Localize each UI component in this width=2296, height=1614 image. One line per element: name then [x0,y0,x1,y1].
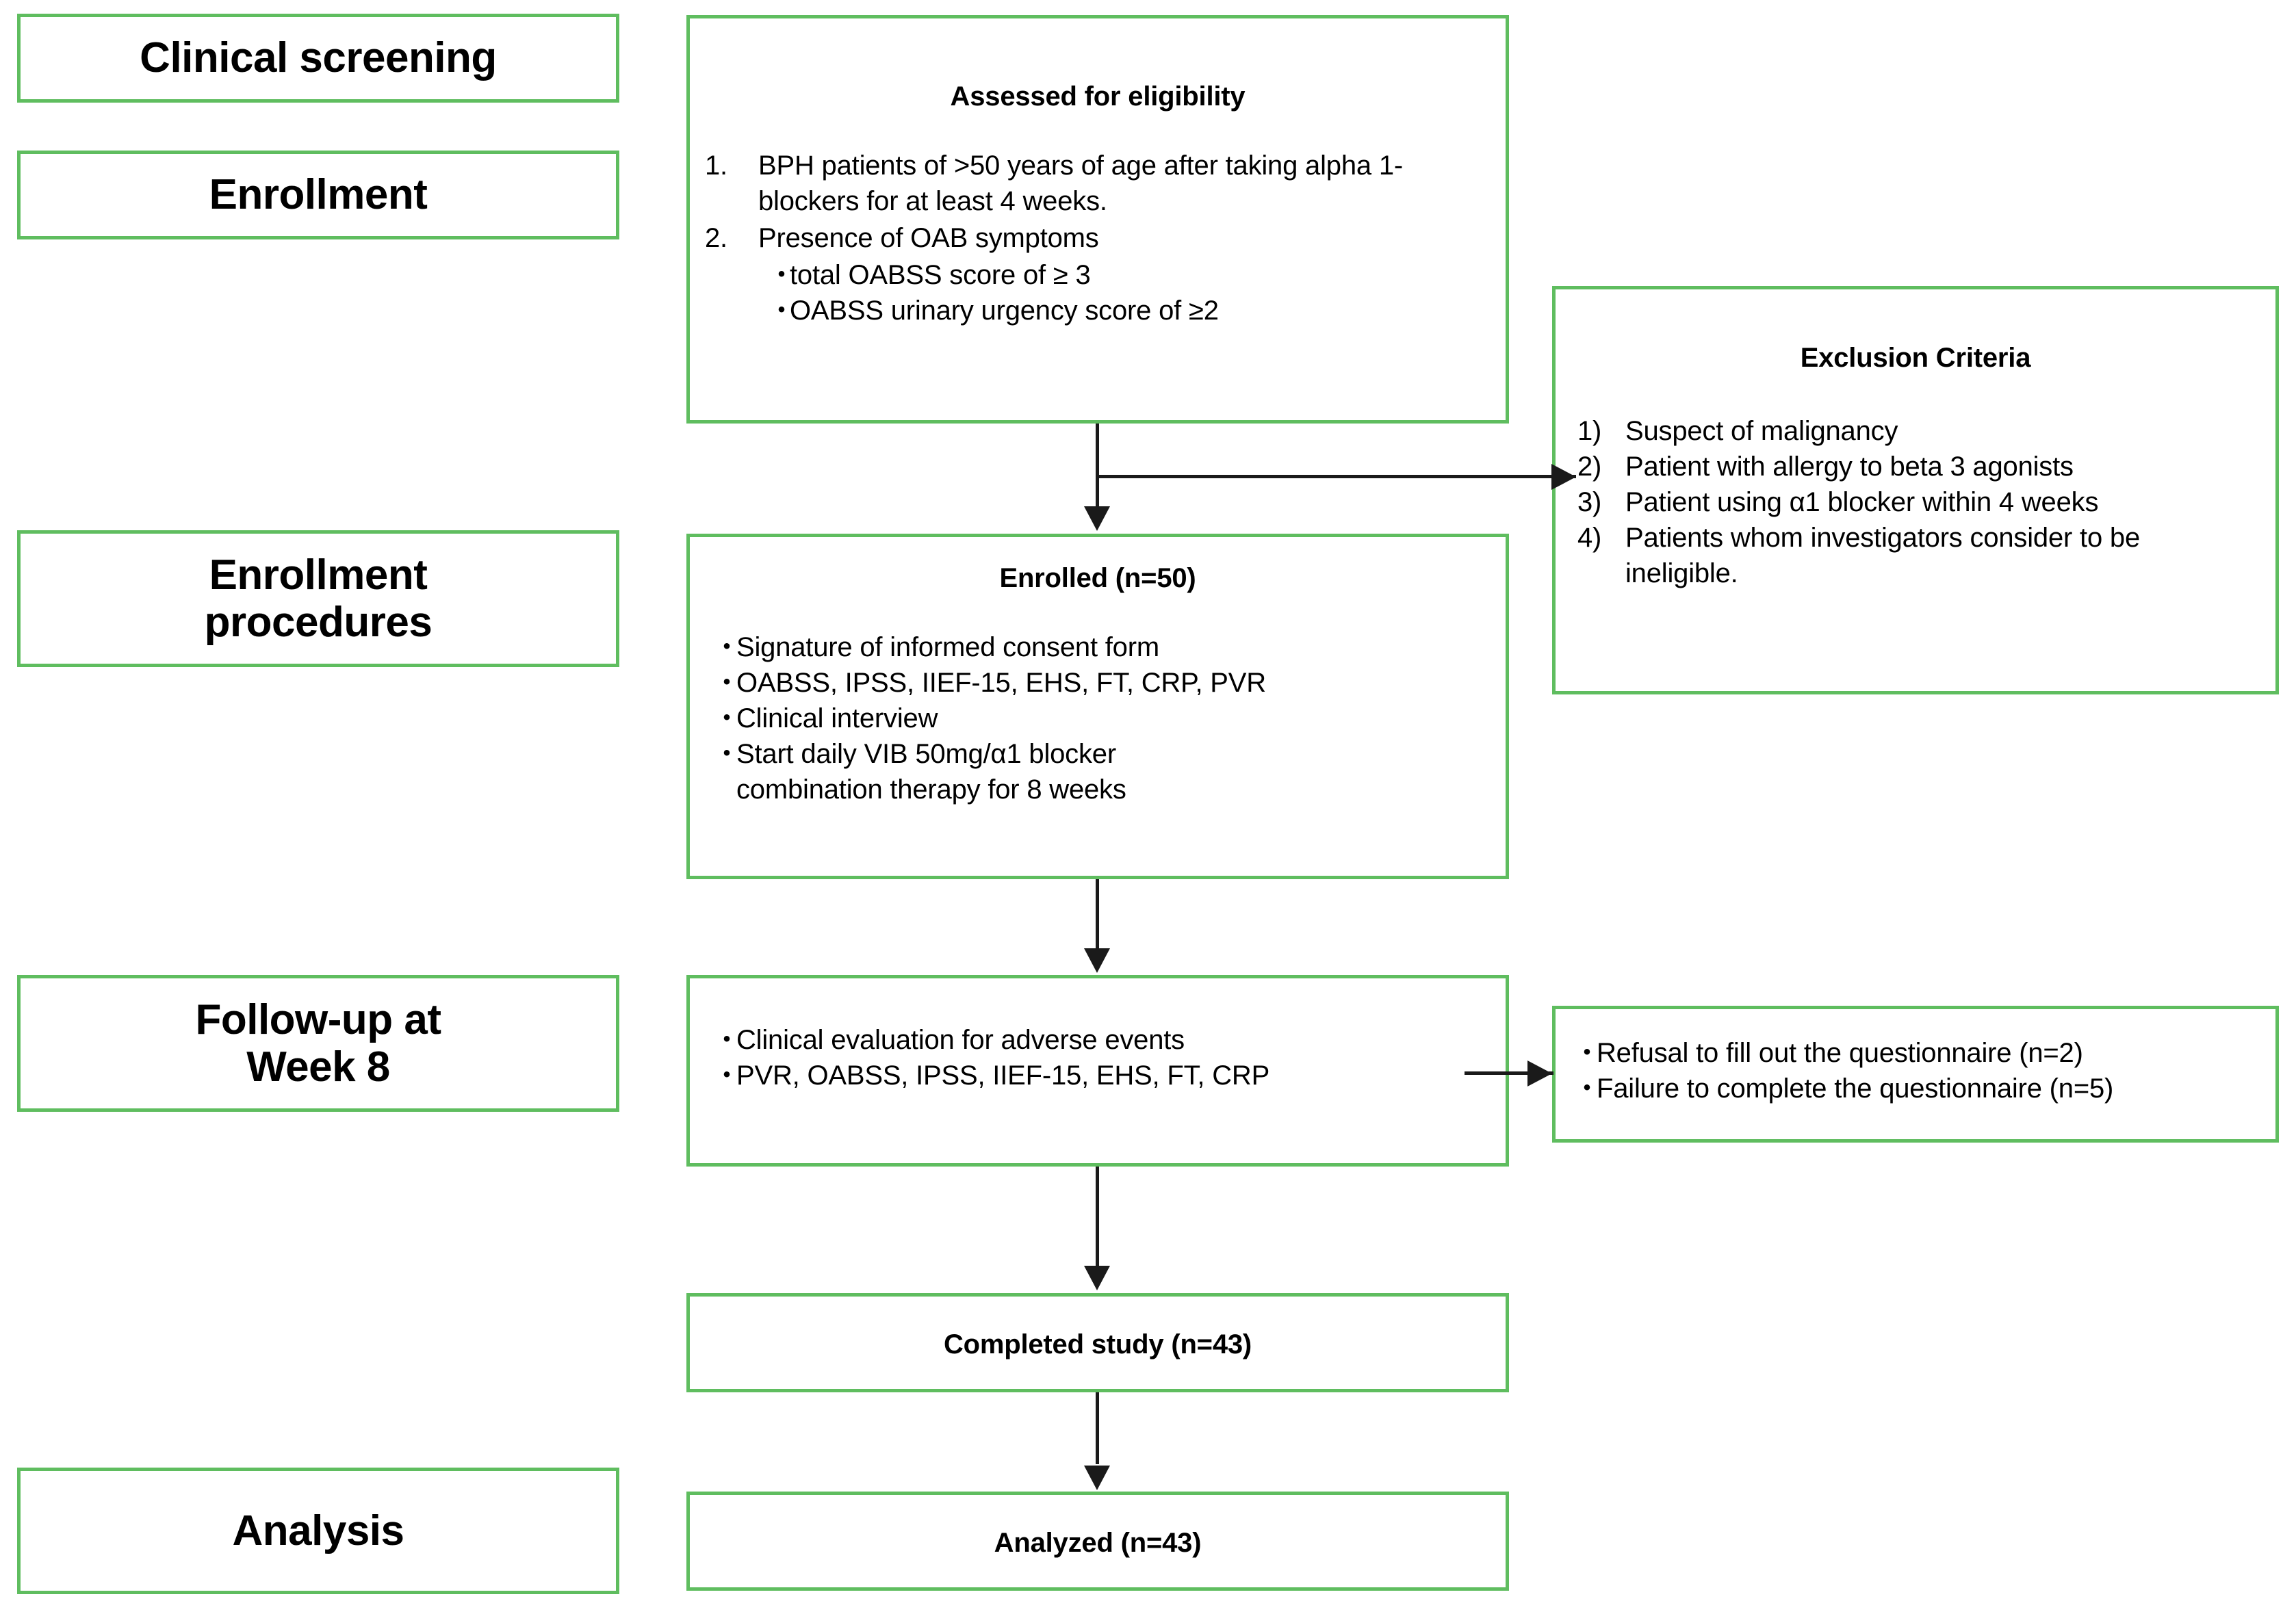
stage-box-analysis: Analysis [17,1468,619,1594]
list-marker: 4) [1577,523,1602,553]
list-item: 2. Presence of OAB symptoms [705,220,1486,256]
list-text: Suspect of malignancy [1625,416,1898,446]
stage-label-enrollment-procedures: Enrollment procedures [204,551,433,646]
list-item: 4) Patients whom investigators consider … [1577,520,2259,591]
arrowhead-eligibility-to-enrolled [1084,506,1110,531]
list-marker: 2. [705,223,727,253]
list-text: Signature of informed consent form [736,632,1159,662]
bullet-dot-icon: ・ [713,1025,740,1055]
list-text: Start daily VIB 50mg/α1 blocker combinat… [736,739,1126,805]
bullet-dot-icon: ・ [768,296,795,326]
box-enrolled: Enrolled (n=50) ・ Signature of informed … [686,534,1509,879]
bullet-dot-icon: ・ [768,260,795,290]
exclusion-title: Exclusion Criteria [1800,343,2031,373]
list-item: ・ Signature of informed consent form [713,629,1489,665]
list-text: Clinical evaluation for adverse events [736,1025,1185,1055]
bullet-dot-icon: ・ [1573,1038,1601,1068]
arrowhead-followup-to-completed [1084,1266,1110,1290]
list-item: 1) Suspect of malignancy [1577,413,2259,449]
list-item: 1. BPH patients of >50 years of age afte… [705,148,1486,219]
arrowhead-completed-to-analyzed [1084,1466,1110,1490]
box-exclusion-criteria: Exclusion Criteria 1) Suspect of maligna… [1552,286,2279,694]
list-text: Clinical interview [736,703,938,733]
followup-list: ・ Clinical evaluation for adverse events… [713,1022,1489,1093]
eligibility-list: 1. BPH patients of >50 years of age afte… [705,148,1486,256]
connector-followup-to-dropout [1465,1071,1553,1075]
list-item: ・ Failure to complete the questionnaire … [1573,1071,2267,1106]
stage-label-enrollment: Enrollment [209,171,428,219]
list-marker: 1. [705,151,727,181]
connector-enrolled-to-followup [1096,879,1099,951]
eligibility-sublist: ・ total OABSS score of ≥ 3 ・ OABSS urina… [705,257,1506,328]
stage-label-clinical-screening: Clinical screening [140,34,497,82]
dropout-list: ・ Refusal to fill out the questionnaire … [1573,1035,2267,1106]
list-marker: 3) [1577,487,1602,517]
connector-followup-to-completed [1096,1167,1099,1266]
connector-completed-to-analyzed [1096,1392,1099,1464]
exclusion-list: 1) Suspect of malignancy 2) Patient with… [1577,413,2259,591]
bullet-dot-icon: ・ [713,668,740,698]
box-dropout-reasons: ・ Refusal to fill out the questionnaire … [1552,1006,2279,1143]
list-item: 3) Patient using α1 blocker within 4 wee… [1577,484,2259,520]
list-item: ・ total OABSS score of ≥ 3 [768,257,1506,293]
arrowhead-followup-to-dropout [1527,1060,1552,1086]
box-assessed-for-eligibility: Assessed for eligibility 1. BPH patients… [686,15,1509,424]
connector-eligibility-to-exclusion [1097,475,1576,478]
box-completed-study: Completed study (n=43) [686,1293,1509,1392]
stage-box-follow-up: Follow-up at Week 8 [17,975,619,1112]
list-text: total OABSS score of ≥ 3 [790,260,1091,290]
stage-box-enrollment: Enrollment [17,151,619,239]
list-text: Patients whom investigators consider to … [1625,523,2140,588]
list-text: BPH patients of >50 years of age after t… [758,151,1404,216]
list-item: ・ Clinical interview [713,701,1489,736]
stage-box-clinical-screening: Clinical screening [17,14,619,103]
arrowhead-eligibility-to-exclusion [1551,464,1576,490]
box-analyzed: Analyzed (n=43) [686,1492,1509,1591]
list-item: ・ OABSS urinary urgency score of ≥2 [768,293,1506,328]
list-text: Presence of OAB symptoms [758,223,1099,253]
list-item: ・ Refusal to fill out the questionnaire … [1573,1035,2267,1071]
list-text: Patient using α1 blocker within 4 weeks [1625,487,2099,517]
list-item: 2) Patient with allergy to beta 3 agonis… [1577,449,2259,484]
box-followup-evaluation: ・ Clinical evaluation for adverse events… [686,975,1509,1167]
list-text: Refusal to fill out the questionnaire (n… [1597,1038,2083,1068]
list-text: OABSS, IPSS, IIEF-15, EHS, FT, CRP, PVR [736,668,1266,698]
list-item: ・ Clinical evaluation for adverse events [713,1022,1489,1058]
eligibility-title: Assessed for eligibility [950,81,1246,112]
bullet-dot-icon: ・ [713,1060,740,1091]
list-item: ・ Start daily VIB 50mg/α1 blocker combin… [713,736,1489,807]
bullet-dot-icon: ・ [713,632,740,662]
list-text: Failure to complete the questionnaire (n… [1597,1073,2114,1104]
list-text: PVR, OABSS, IPSS, IIEF-15, EHS, FT, CRP [736,1060,1270,1091]
stage-label-follow-up: Follow-up at Week 8 [195,995,441,1091]
enrolled-list: ・ Signature of informed consent form ・ O… [713,629,1489,807]
completed-study-title: Completed study (n=43) [943,1329,1252,1359]
list-item: ・ PVR, OABSS, IPSS, IIEF-15, EHS, FT, CR… [713,1058,1489,1093]
stage-box-enrollment-procedures: Enrollment procedures [17,530,619,667]
list-marker: 1) [1577,416,1602,446]
arrowhead-enrolled-to-followup [1084,948,1110,973]
enrolled-title: Enrolled (n=50) [999,563,1196,593]
connector-eligibility-to-enrolled [1096,424,1099,509]
list-marker: 2) [1577,452,1602,482]
analyzed-title: Analyzed (n=43) [994,1528,1202,1558]
bullet-dot-icon: ・ [713,703,740,733]
bullet-dot-icon: ・ [713,739,740,769]
list-text: OABSS urinary urgency score of ≥2 [790,296,1219,326]
bullet-dot-icon: ・ [1573,1073,1601,1104]
list-text: Patient with allergy to beta 3 agonists [1625,452,2074,482]
list-item: ・ OABSS, IPSS, IIEF-15, EHS, FT, CRP, PV… [713,665,1489,701]
stage-label-analysis: Analysis [232,1507,404,1554]
